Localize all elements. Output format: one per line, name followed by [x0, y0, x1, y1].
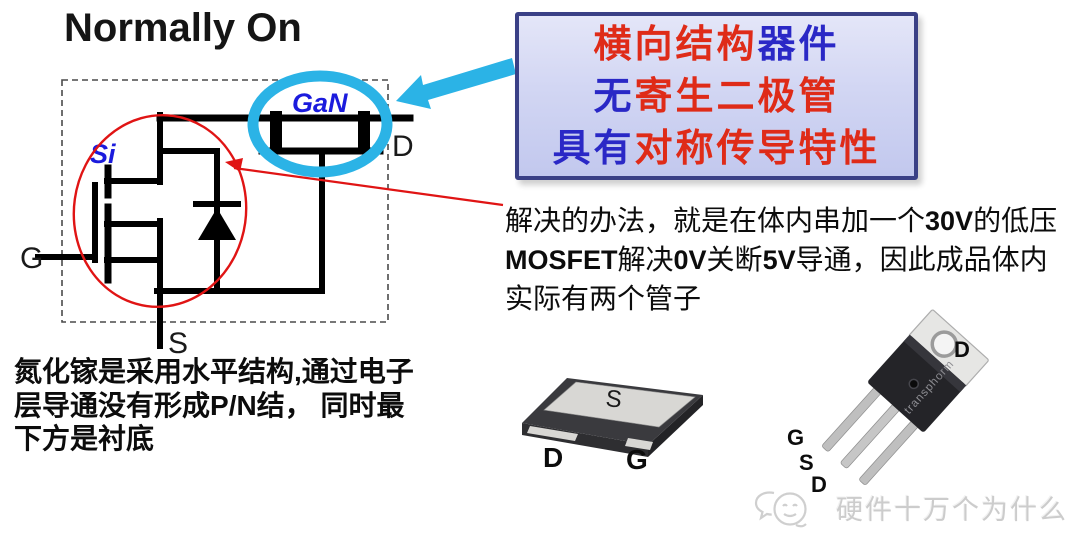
cyan-highlight-circle	[247, 70, 393, 178]
watermark-text: 硬件十万个为什么	[836, 494, 1068, 525]
solution-note-paragraph: 解决的办法，就是在体内串加一个30V的低压 MOSFET解决0V关断5V导通，因此…	[505, 202, 1071, 319]
note-bold-0v: 0V	[673, 245, 707, 275]
callout-line-3: 具有对称传导特性	[552, 122, 880, 174]
watermark: 硬件十万个为什么	[752, 485, 1068, 529]
note-text: 关断	[706, 245, 763, 276]
smd-package-illustration: S D G	[522, 378, 703, 475]
source-terminal-label: S	[168, 327, 188, 360]
to220-tab-drain-label: D	[954, 337, 970, 362]
cyan-arrow-icon	[396, 58, 516, 109]
note-text: 导通，因此成品体内实际有两个管子	[505, 245, 1048, 315]
callout-line-2: 无寄生二极管	[593, 70, 839, 122]
to220-gate-lead-label: G	[787, 425, 804, 450]
smd-drain-pin-label: D	[543, 442, 563, 473]
smd-source-pad-label: S	[604, 385, 623, 414]
drain-terminal-label: D	[392, 130, 414, 163]
to220-drain-lead-label: D	[811, 472, 827, 497]
callout-text: 无	[593, 73, 635, 118]
note-bold-5v: 5V	[762, 245, 796, 275]
gan-feature-callout-box: 横向结构器件 无寄生二极管 具有对称传导特性	[515, 12, 918, 180]
note-bold-mosfet: MOSFET	[505, 245, 618, 275]
red-highlight-ellipse	[72, 113, 248, 309]
note-text: 解决的办法，就是在体内串加一个	[505, 206, 926, 237]
note-text: 解决	[617, 245, 674, 276]
device-boundary-box	[61, 79, 389, 323]
to220-source-lead-label: S	[799, 450, 814, 475]
note-text: 结， 同时最下方是衬底	[14, 389, 405, 455]
callout-text: 器件	[757, 21, 840, 66]
callout-text: 具有	[552, 125, 635, 170]
note-text: 氮化镓是采用水平结构,通过电子层导通没有形成	[14, 356, 414, 421]
note-bold-pn: P/N	[210, 389, 257, 421]
callout-text: 寄生二极管	[634, 73, 840, 118]
note-bold-30v: 30V	[925, 206, 974, 236]
callout-line-1: 横向结构器件	[593, 18, 839, 70]
to220-package-illustration: transphorm D G S D	[787, 309, 989, 497]
body-diode-icon	[198, 208, 236, 240]
page-title: Normally On	[64, 6, 302, 50]
smd-gate-pin-label: G	[626, 444, 648, 475]
callout-text: 对称传导特性	[634, 125, 881, 170]
watermark-chat-smiley-icon	[754, 491, 807, 528]
si-device-label: Si	[90, 139, 116, 169]
gate-terminal-label: G	[20, 242, 43, 275]
circuit-diagram	[35, 111, 414, 349]
red-pointer-arrow-icon	[225, 158, 504, 207]
note-text: 的低压	[973, 206, 1058, 237]
callout-text: 横向结构	[593, 21, 758, 66]
gan-device-label: GaN	[292, 88, 348, 118]
lateral-structure-note-paragraph: 氮化镓是采用水平结构,通过电子层导通没有形成P/N结， 同时最下方是衬底	[14, 355, 416, 456]
